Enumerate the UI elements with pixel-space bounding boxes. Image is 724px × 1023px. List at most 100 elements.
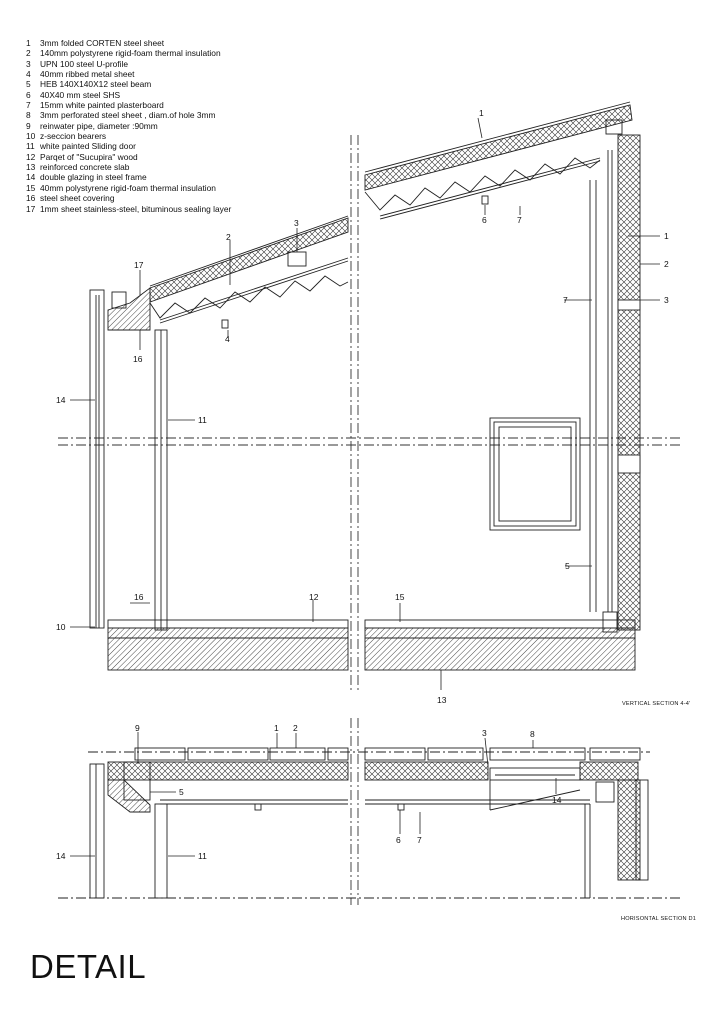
callout-label: 2: [293, 723, 298, 733]
callout-label: 1: [274, 723, 279, 733]
callout-label: 10: [56, 622, 66, 632]
callout-label: 2: [664, 259, 669, 269]
legend-item: 5 HEB 140X140X12 steel beam: [26, 79, 231, 89]
roof-right: [364, 101, 633, 220]
callouts-vertical: 1 1 2 3 6 7 7 2 3 17 4 16 14 11 5 16 12 …: [56, 108, 669, 705]
leader-lines-horizontal: [70, 732, 557, 857]
legend-text: 3mm folded CORTEN steel sheet: [40, 38, 165, 48]
right-wall: [589, 134, 641, 633]
vertical-section: [58, 101, 680, 905]
legend-text: reinwater pipe, diameter :90mm: [40, 120, 158, 131]
callout-label: 8: [530, 729, 535, 739]
callout-label: 15: [395, 592, 405, 602]
legend-number: 14: [26, 172, 36, 183]
legend-item: 11 white painted Sliding door: [26, 141, 231, 151]
legend-item: 10 z-seccion bearers: [26, 131, 231, 141]
callout-label: 1: [664, 231, 669, 241]
legend-item: 13 reinforced concrete slab: [26, 162, 231, 172]
legend-item: 16 steel sheet covering: [26, 193, 231, 203]
callout-label: 2: [226, 232, 231, 242]
legend-item: 12 Parqet of "Sucupira" wood: [26, 152, 231, 162]
legend-item: 8 3mm perforated steel sheet , diam.of ho…: [26, 110, 231, 120]
legend-item: 3 UPN 100 steel U-profile: [26, 59, 231, 69]
callout-label: 14: [56, 395, 66, 405]
legend-number: 5: [26, 79, 31, 90]
legend-item: 17 1mm sheet stainless-steel, bituminous …: [26, 204, 231, 214]
leader-lines: [70, 117, 660, 690]
legend-number: 15: [26, 182, 36, 193]
legend-item: 7 15mm white painted plasterboard: [26, 100, 231, 110]
legend-text: Parqet of "Sucupira" wood: [40, 151, 138, 162]
callout-label: 12: [309, 592, 319, 602]
cladding-tiles: [134, 747, 641, 761]
callout-label: 3: [664, 295, 669, 305]
legend-item: 4 40mm ribbed metal sheet: [26, 69, 231, 79]
legend-text: 15mm white painted plasterboard: [40, 100, 164, 111]
legend: 1 3mm folded CORTEN steel sheet 2 140mm po…: [26, 38, 231, 214]
legend-text: z-seccion bearers: [40, 131, 107, 142]
legend-item: 9 reinwater pipe, diameter :90mm: [26, 121, 231, 131]
break-lines: [58, 135, 680, 905]
legend-number: 6: [26, 89, 31, 100]
callout-label: 5: [565, 561, 570, 571]
legend-text: UPN 100 steel U-profile: [40, 58, 128, 69]
legend-text: 40mm polystyrene rigid-foam thermal insu…: [40, 182, 216, 193]
legend-text: 140mm polystyrene rigid-foam thermal ins…: [40, 48, 221, 59]
vertical-section-caption: VERTICAL SECTION 4-4': [622, 701, 691, 707]
legend-text: 40X40 mm steel SHS: [40, 89, 121, 100]
callout-label: 17: [134, 260, 144, 270]
legend-number: 9: [26, 120, 31, 131]
legend-text: 1mm sheet stainless-steel, bituminous se…: [40, 203, 232, 214]
callout-label: 16: [133, 354, 143, 364]
legend-number: 12: [26, 151, 36, 162]
legend-text: reinforced concrete slab: [40, 162, 130, 173]
legend-number: 10: [26, 131, 36, 142]
legend-text: 40mm ribbed metal sheet: [40, 69, 135, 80]
legend-item: 2 140mm polystyrene rigid-foam thermal in…: [26, 48, 231, 58]
legend-text: white painted Sliding door: [40, 141, 136, 152]
callout-label: 14: [56, 851, 66, 861]
callout-label: 5: [179, 787, 184, 797]
callout-label: 3: [294, 218, 299, 228]
window-frame: [489, 417, 581, 531]
legend-number: 3: [26, 58, 31, 69]
legend-number: 2: [26, 48, 31, 59]
legend-item: 1 3mm folded CORTEN steel sheet: [26, 38, 231, 48]
callout-label: 3: [482, 728, 487, 738]
callout-label: 1: [479, 108, 484, 118]
callout-label: 11: [198, 851, 207, 861]
callout-label: 4: [225, 334, 230, 344]
callout-label: 14: [552, 795, 562, 805]
callout-label: 7: [563, 295, 568, 305]
legend-number: 7: [26, 100, 31, 111]
legend-text: steel sheet covering: [40, 193, 115, 204]
callout-label: 13: [437, 695, 447, 705]
callout-label: 9: [135, 723, 140, 733]
legend-number: 17: [26, 203, 36, 214]
callout-label: 11: [198, 415, 207, 425]
callout-label: 16: [134, 592, 144, 602]
callout-label: 6: [482, 215, 487, 225]
callout-label: 7: [517, 215, 522, 225]
callout-label: 7: [417, 835, 422, 845]
floor: [107, 619, 636, 671]
legend-text: 3mm perforated steel sheet , diam.of hol…: [40, 110, 216, 121]
legend-number: 13: [26, 162, 36, 173]
legend-text: double glazing in steel frame: [40, 172, 147, 183]
horizontal-section-caption: HORISONTAL SECTION D1: [621, 916, 697, 922]
legend-number: 4: [26, 69, 31, 80]
horizontal-section: [58, 732, 680, 899]
page-title: DETAIL: [30, 948, 147, 985]
legend-number: 8: [26, 110, 31, 121]
legend-number: 11: [26, 141, 35, 152]
legend-item: 14 double glazing in steel frame: [26, 172, 231, 182]
left-facade: [89, 289, 168, 631]
legend-number: 16: [26, 193, 36, 204]
callout-label: 6: [396, 835, 401, 845]
callouts-horizontal: 9 1 2 3 8 5 14 6 7 14 11: [56, 723, 562, 861]
legend-item: 15 40mm polystyrene rigid-foam thermal in…: [26, 183, 231, 193]
legend-number: 1: [26, 38, 31, 48]
legend-text: HEB 140X140X12 steel beam: [40, 79, 152, 90]
